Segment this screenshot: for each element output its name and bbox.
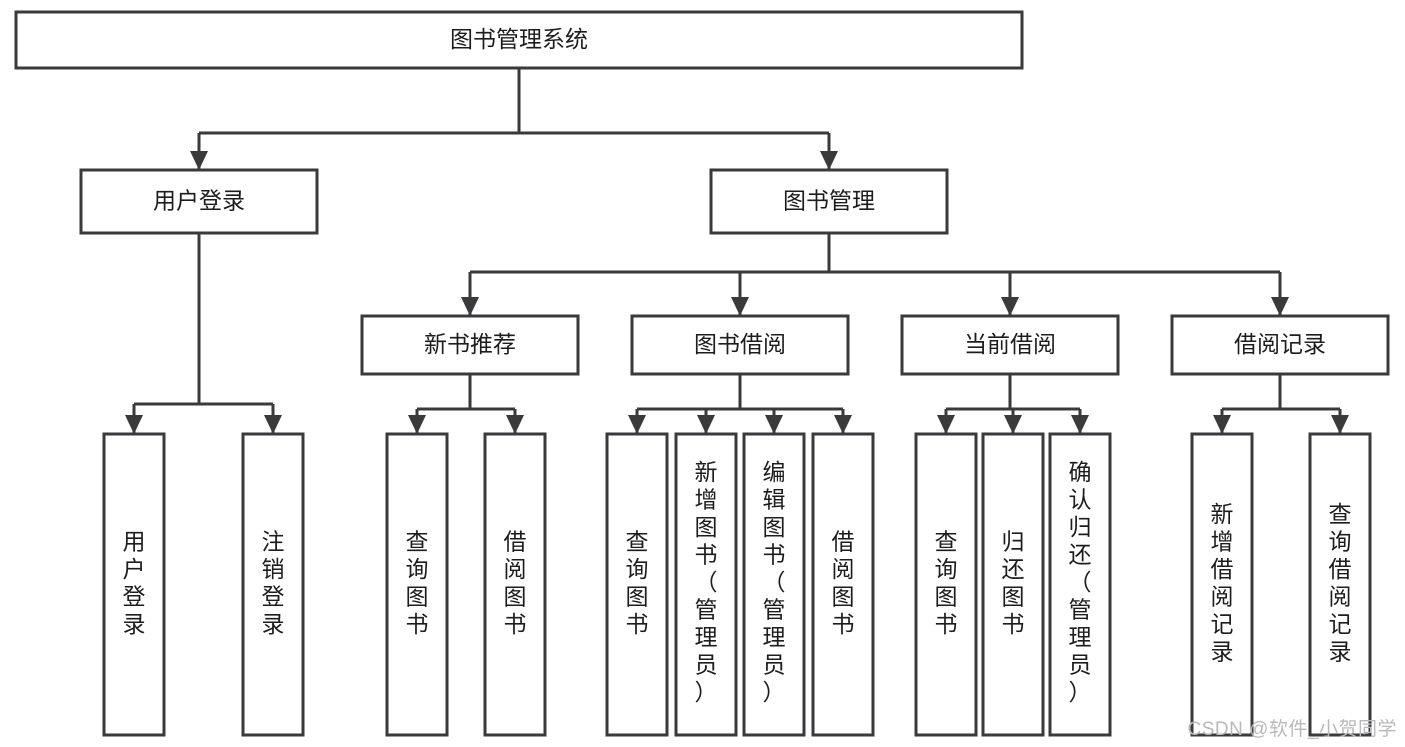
node-label: 新增借阅记录 [1211,501,1234,665]
node-root[interactable]: 图书管理系统 [14,10,1024,70]
node-label: 注销登录 [262,528,285,637]
node-book-manage[interactable]: 图书管理 [709,168,949,235]
node-user-login[interactable]: 用户登录 [79,168,319,235]
connector-current-borrow [937,374,1089,434]
node-label: 用户登录 [123,528,146,637]
arrow-head [937,415,955,434]
node-box [914,432,978,737]
arrow-head [264,415,282,434]
node-borrow-record[interactable]: 借阅记录 [1170,314,1390,376]
arrow-head [834,415,852,434]
arrow-head [1331,415,1349,434]
node-f-br-add[interactable]: 新增借阅记录 [1190,432,1254,737]
node-box [385,432,449,737]
arrow-head [697,415,715,434]
connector-book-borrow [628,374,852,434]
node-layer: 图书管理系统用户登录图书管理新书推荐图书借阅当前借阅借阅记录用户登录注销登录查询… [14,10,1390,737]
node-box [241,432,305,737]
node-label: 用户登录 [153,188,245,214]
node-box [742,432,806,737]
node-box [811,432,875,737]
node-label: 查询图书 [626,528,649,637]
node-box [360,314,580,376]
node-f-rec-query[interactable]: 查询图书 [385,432,449,737]
connector-borrow-record [1213,374,1349,434]
node-label: 归还图书 [1002,528,1025,637]
arrow-head [190,151,208,170]
node-label: 图书管理系统 [450,26,588,52]
node-box [900,314,1120,376]
node-current-borrow[interactable]: 当前借阅 [900,314,1120,376]
node-box [981,432,1045,737]
node-label: 借阅记录 [1234,331,1326,357]
node-label: 编辑图书（管理员） [763,459,786,705]
node-new-book-rec[interactable]: 新书推荐 [360,314,580,376]
node-box [483,432,547,737]
arrow-head [820,151,838,170]
node-label: 确认归还（管理员） [1069,459,1092,705]
arrow-head [1271,297,1289,316]
connector-user-login [125,233,282,434]
connector-root [190,68,838,170]
node-f-user-logout[interactable]: 注销登录 [241,432,305,737]
arrow-head [628,415,646,434]
node-f-cb-return[interactable]: 归还图书 [981,432,1045,737]
node-label: 借阅图书 [504,528,527,637]
arrow-head [125,415,143,434]
node-f-bb-query[interactable]: 查询图书 [605,432,669,737]
node-label: 新增图书（管理员） [695,459,718,705]
node-box [1190,432,1254,737]
arrow-head [506,415,524,434]
node-box [1170,314,1390,376]
node-box [102,432,166,737]
csdn-watermark: CSDN @软件_小贺同学 [1187,719,1397,740]
node-f-rec-borrow[interactable]: 借阅图书 [483,432,547,737]
node-label: 图书借阅 [694,331,786,357]
node-label: 图书管理 [783,188,875,214]
node-box [79,168,319,235]
node-box [709,168,949,235]
arrow-head [1213,415,1231,434]
node-f-bb-borrow[interactable]: 借阅图书 [811,432,875,737]
node-box [1048,432,1112,737]
connector-layer [125,68,1349,434]
arrow-head [1004,415,1022,434]
node-label: 查询图书 [406,528,429,637]
node-label: 借阅图书 [832,528,855,637]
node-label: 查询借阅记录 [1329,501,1352,665]
node-box [1308,432,1372,737]
arrow-head [1071,415,1089,434]
node-label: 新书推荐 [424,331,516,357]
node-book-borrow[interactable]: 图书借阅 [630,314,850,376]
arrow-head [731,297,749,316]
node-f-bb-edit[interactable]: 编辑图书（管理员） [742,432,806,737]
arrow-head [408,415,426,434]
node-box [605,432,669,737]
node-label: 当前借阅 [964,331,1056,357]
connector-book-manage [461,233,1289,316]
node-f-cb-query[interactable]: 查询图书 [914,432,978,737]
arrow-head [461,297,479,316]
node-f-br-query[interactable]: 查询借阅记录 [1308,432,1372,737]
node-box [14,10,1024,70]
node-box [630,314,850,376]
connector-new-book-rec [408,374,524,434]
node-f-user-login[interactable]: 用户登录 [102,432,166,737]
arrow-head [765,415,783,434]
arrow-head [1001,297,1019,316]
node-label: 查询图书 [935,528,958,637]
node-box [674,432,738,737]
node-f-bb-add[interactable]: 新增图书（管理员） [674,432,738,737]
node-f-cb-confirm[interactable]: 确认归还（管理员） [1048,432,1112,737]
